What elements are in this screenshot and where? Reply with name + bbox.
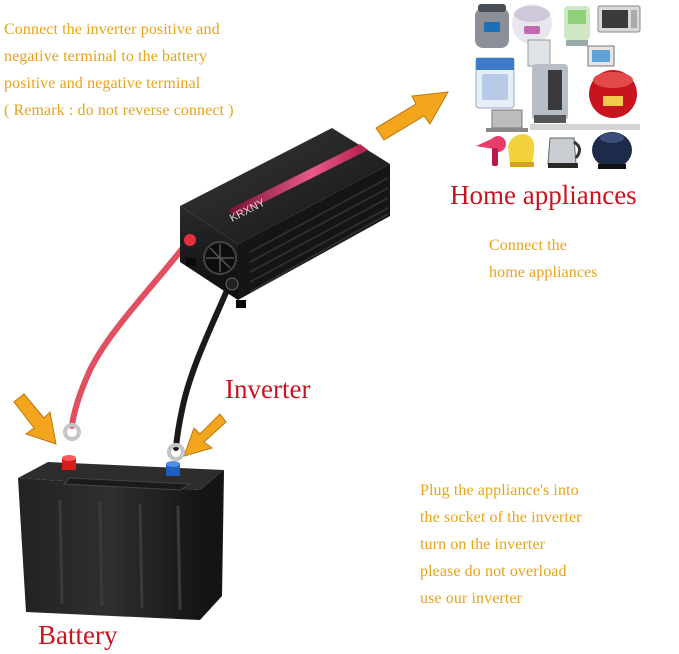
black-cable (167, 285, 231, 461)
instruction-top-line-1: Connect the inverter positive and (4, 21, 220, 38)
instruction-top: Connect the inverter positive and negati… (4, 16, 234, 124)
monitor-icon (587, 45, 615, 67)
washing-machine-icon (475, 57, 515, 109)
instruction-bottom-line-1: Plug the appliance's into (420, 482, 579, 499)
rice-cooker-icon (512, 4, 552, 44)
instruction-appliances: Connect the home appliances (489, 232, 598, 286)
battery-image (18, 455, 224, 620)
instruction-bottom-line-5: use our inverter (420, 590, 523, 607)
arrow-to-positive-terminal-icon (13, 393, 57, 445)
instruction-bottom: Plug the appliance's into the socket of … (420, 477, 582, 612)
kettle-steel-icon (547, 137, 581, 168)
home-appliances-image (475, 4, 641, 169)
instruction-appliances-line-1: Connect the (489, 237, 567, 254)
instruction-bottom-line-4: please do not overload (420, 563, 567, 580)
battery-label: Battery (38, 620, 118, 650)
battery-positive-terminal (62, 455, 76, 470)
shelf-icon (530, 124, 640, 130)
pressure-cooker-icon (475, 4, 509, 48)
red-rice-cooker-icon (589, 70, 637, 118)
electric-pot-icon (592, 132, 632, 169)
instruction-bottom-line-3: turn on the inverter (420, 536, 546, 553)
hair-dryer-icon (476, 136, 506, 166)
laptop-icon (486, 109, 528, 132)
juicer-icon (527, 39, 568, 123)
microwave-icon (597, 5, 641, 33)
instruction-appliances-line-2: home appliances (489, 264, 598, 281)
inverter-label: Inverter (225, 374, 311, 404)
kettle-yellow-icon (508, 134, 535, 167)
instruction-top-line-3: positive and negative terminal (4, 75, 201, 92)
instruction-bottom-line-2: the socket of the inverter (420, 509, 582, 526)
instruction-top-line-2: negative terminal to the battery (4, 48, 208, 65)
instruction-top-line-4: ( Remark : do not reverse connect ) (4, 102, 234, 119)
inverter-image (180, 128, 390, 308)
blender-icon (564, 6, 590, 46)
arrow-to-negative-terminal-icon (183, 413, 227, 457)
battery-negative-terminal (166, 461, 180, 476)
red-cable (63, 241, 189, 441)
arrow-to-appliances-icon (375, 91, 449, 141)
home-appliances-label: Home appliances (450, 180, 637, 210)
